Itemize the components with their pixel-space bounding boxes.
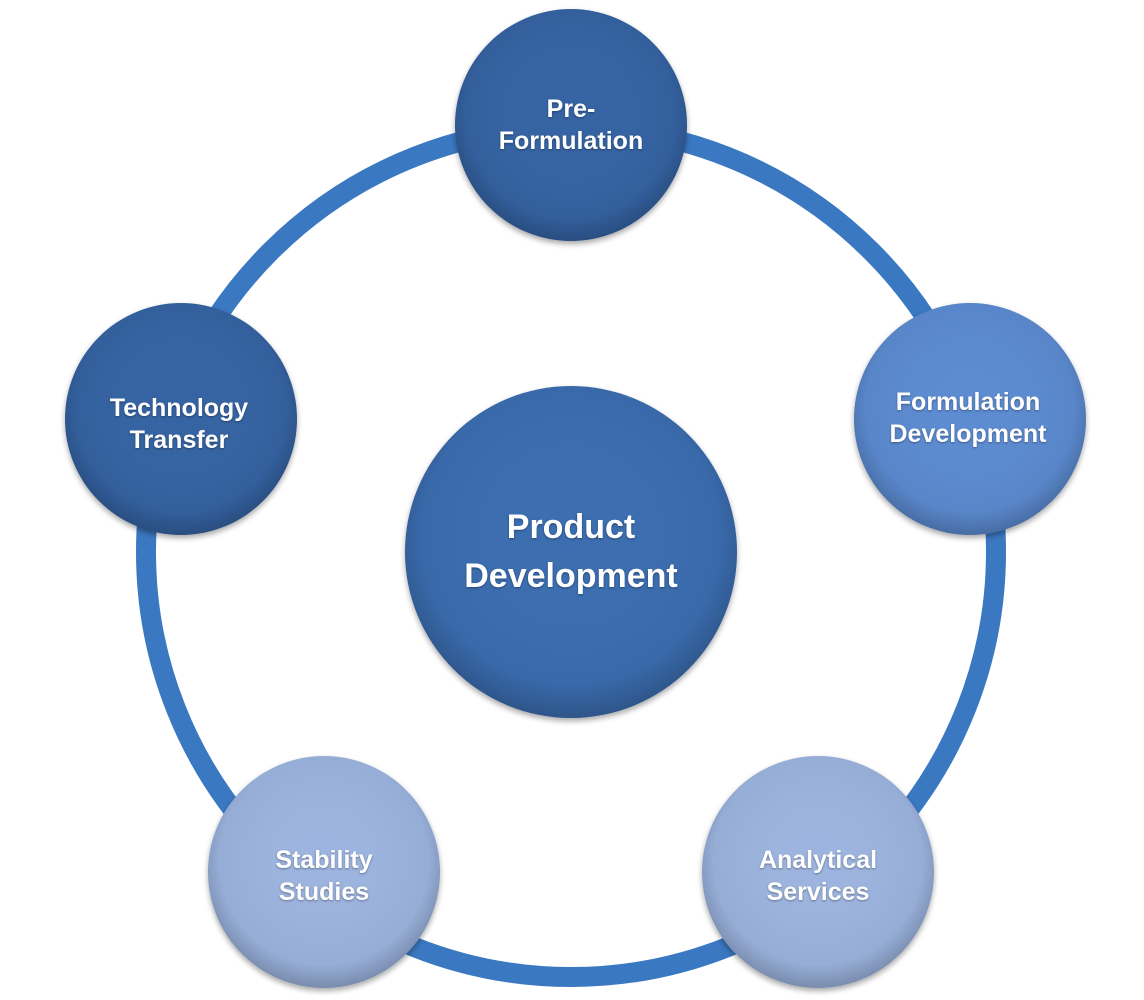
node-stability-studies — [208, 756, 440, 988]
center-circle-shade — [405, 386, 737, 718]
node-stability-studies-shade — [208, 756, 440, 988]
node-formulation-development — [854, 303, 1086, 535]
node-pre-formulation — [455, 9, 687, 241]
center-node — [405, 386, 737, 718]
node-analytical-services-shade — [702, 756, 934, 988]
node-technology-transfer-shade — [65, 303, 297, 535]
node-formulation-development-shade — [854, 303, 1086, 535]
node-analytical-services — [702, 756, 934, 988]
node-pre-formulation-shade — [455, 9, 687, 241]
node-technology-transfer — [65, 303, 297, 535]
